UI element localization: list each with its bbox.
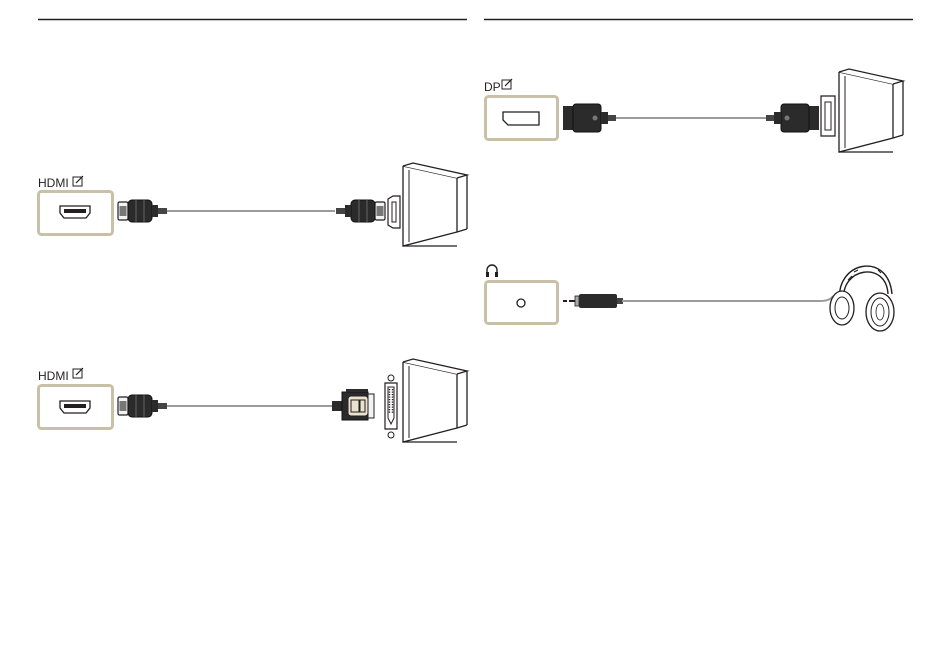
headphone-jack-icon [517,299,525,307]
hdmi-plug-icon [336,200,385,222]
diagram-hdmi-to-dvi [39,359,468,442]
dp-plug-icon [766,104,819,132]
headphone-cable [622,296,833,301]
diagram-headphone [486,265,895,331]
hdmi-label: HDMI [38,176,69,190]
diagram-displayport [486,69,904,152]
edit-box-icon [73,176,83,186]
edit-box-icon [73,368,83,378]
hdmi-plug-icon [118,200,167,222]
hdmi-label: HDMI [38,369,69,383]
audio-plug-icon [563,294,623,308]
headphone-icon [486,265,498,277]
hdmi-plug-icon [118,395,167,417]
pc-icon [403,163,467,246]
dp-plug-icon [563,104,616,132]
pc-hdmi-socket-icon [388,196,400,228]
pc-dp-socket-icon [821,96,835,136]
hdmi-port-icon [60,401,90,413]
pc-icon [839,69,903,152]
dp-port-icon [503,112,539,125]
dvi-plug-icon [332,389,374,420]
diagram-hdmi-to-hdmi [39,163,468,246]
dp-label: DP [484,80,501,94]
hdmi-port-icon [60,206,90,218]
dvi-socket-icon [385,375,397,438]
pc-icon [403,359,467,442]
edit-box-icon [502,79,512,89]
headphones-icon [830,266,894,331]
